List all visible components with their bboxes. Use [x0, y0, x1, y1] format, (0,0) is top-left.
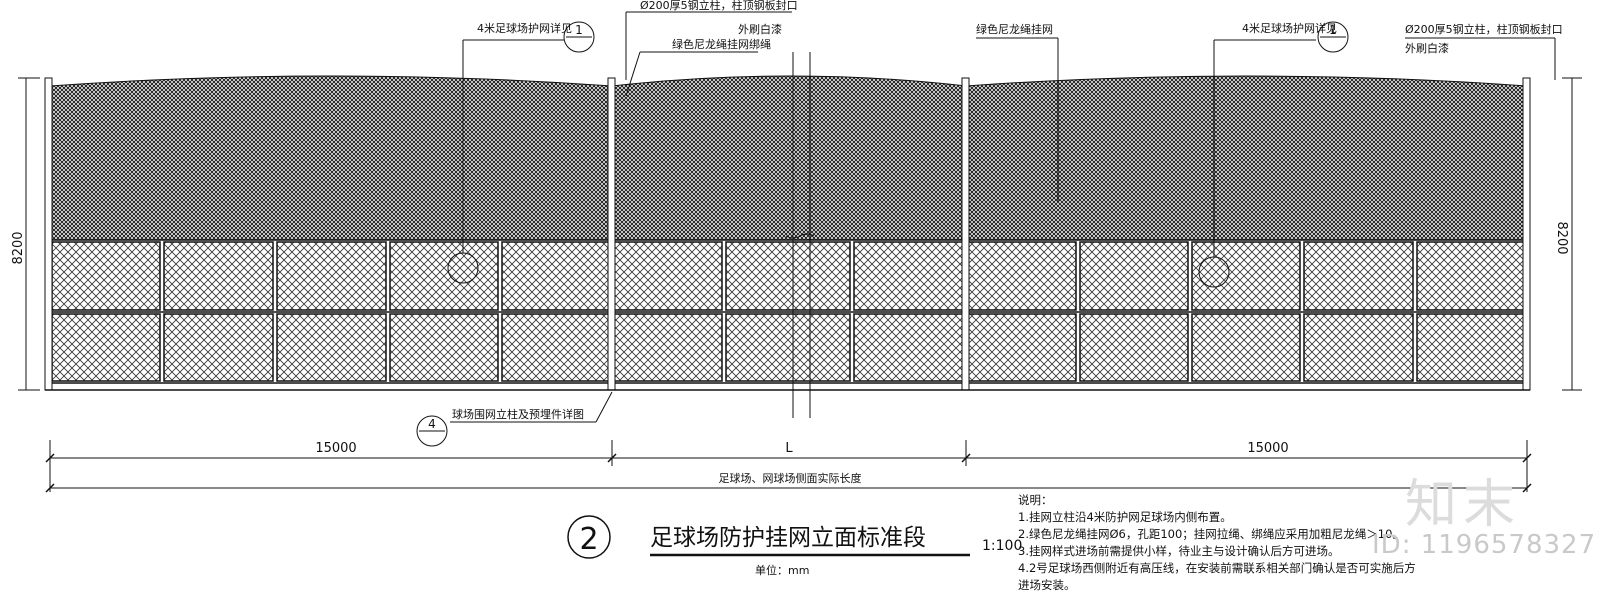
hanging-net — [49, 75, 1528, 241]
fence-panel — [1079, 241, 1189, 311]
fence-panel — [389, 241, 499, 311]
fence-panel — [1191, 241, 1301, 311]
post-spec-right: Ø200厚5钢立柱，柱顶钢板封口 — [1405, 22, 1563, 36]
fence-panel — [163, 241, 274, 311]
fence-panel — [51, 241, 161, 311]
post-annotation-left: Ø200厚5钢立柱，柱顶钢板封口 外刷白漆 绿色尼龙绳挂网绑绳 — [625, 0, 798, 97]
fence-panel — [1079, 313, 1189, 382]
span-dimensions: 15000 L 15000 足球场、网球场侧面实际长度 — [45, 440, 1532, 493]
note-3: 3.挂网样式进场前需提供小样，待业主与设计确认后方可进场。 — [1018, 544, 1340, 558]
middle-span-label: L — [785, 441, 793, 456]
fence-panel — [967, 313, 1077, 382]
height-label-right: 8200 — [1554, 221, 1569, 254]
fence-panel — [1303, 241, 1414, 311]
hanging-net-annotation: 绿色尼龙绳挂网 — [976, 22, 1059, 202]
utility-pole — [785, 52, 815, 418]
height-dimension-right: 8200 — [1554, 77, 1582, 391]
post-annotation-right: Ø200厚5钢立柱，柱顶钢板封口 外刷白漆 — [1405, 22, 1563, 80]
post-detail-callout: 4 球场围网立柱及预埋件详图 — [416, 391, 613, 447]
fence-panel — [1416, 241, 1526, 311]
notes-heading: 说明： — [1018, 493, 1053, 507]
design-notes: 说明： 1.挂网立柱沿4米防护网足球场内侧布置。 2.绿色尼龙绳挂网Ø6，孔距1… — [1018, 492, 1588, 594]
fence-panel — [967, 241, 1077, 311]
fence-panel — [51, 313, 161, 382]
fence-panel — [276, 241, 387, 311]
hanging-net-label: 绿色尼龙绳挂网 — [976, 22, 1053, 36]
total-length-label: 足球场、网球场侧面实际长度 — [719, 471, 862, 485]
fence-panel — [501, 241, 611, 311]
note-2: 2.绿色尼龙绳挂网Ø6，孔距100；挂网拉绳、绑绳应采用加粗尼龙绳＞10。 — [1018, 527, 1404, 541]
fence-panel — [1416, 313, 1526, 382]
net-detail-label-left: 4米足球场护网详见 — [477, 21, 572, 35]
note-4: 4.2号足球场西侧附近有高压线，在安装前需联系相关部门确认是否可实施后方 — [1018, 561, 1416, 575]
svg-text:1: 1 — [1329, 23, 1337, 37]
fence-panel — [1303, 313, 1414, 382]
left-span-label: 15000 — [315, 441, 356, 456]
fence-panel — [276, 313, 387, 382]
fence-panel — [389, 313, 499, 382]
net-detail-label-right: 4米足球场护网详见 — [1242, 21, 1337, 35]
fence-panels — [50, 239, 1527, 384]
fence-panel — [1191, 313, 1301, 382]
post-spec-left: Ø200厚5钢立柱，柱顶钢板封口 — [640, 0, 798, 12]
post-detail-label: 球场围网立柱及预埋件详图 — [452, 407, 584, 421]
detail-callout-right: 1 4米足球场护网详见 — [1198, 21, 1349, 288]
view-number-circle — [567, 515, 611, 559]
fence-panel — [163, 313, 274, 382]
rope-label: 绿色尼龙绳挂网绑绳 — [672, 37, 771, 51]
svg-text:1: 1 — [575, 23, 583, 37]
fence-panel — [725, 241, 851, 311]
post-mid-left — [607, 77, 616, 391]
watermark-logo: 知末 — [1405, 475, 1522, 535]
drawing-title: 2 足球场防护挂网立面标准段 1:100 单位：mm — [567, 515, 1022, 577]
fence-panel — [501, 313, 611, 382]
note-4-cont: 进场安装。 — [1018, 578, 1076, 592]
view-number: 2 — [579, 522, 598, 557]
title-text: 足球场防护挂网立面标准段 — [650, 525, 926, 551]
post-mid-right — [961, 77, 970, 391]
watermark-id: ID: 1196578327 — [1372, 530, 1597, 560]
paint-label-left: 外刷白漆 — [738, 22, 782, 36]
fence-panel — [725, 313, 851, 382]
right-span-label: 15000 — [1247, 441, 1288, 456]
fence-panel — [613, 241, 723, 311]
post-left — [44, 77, 53, 391]
paint-label-right: 外刷白漆 — [1405, 41, 1449, 55]
fence-panel — [613, 313, 723, 382]
post-right — [1522, 77, 1531, 391]
height-label-left: 8200 — [11, 231, 26, 264]
detail-callout-left: 1 4米足球场护网详见 — [447, 21, 595, 284]
fence-panel — [853, 241, 965, 311]
note-1: 1.挂网立柱沿4米防护网足球场内侧布置。 — [1018, 510, 1232, 524]
height-dimension-left: 8200 — [11, 77, 40, 391]
svg-text:4: 4 — [428, 417, 436, 431]
unit-text: 单位：mm — [755, 563, 809, 577]
fence-panel — [853, 313, 965, 382]
scale-text: 1:100 — [982, 538, 1022, 554]
